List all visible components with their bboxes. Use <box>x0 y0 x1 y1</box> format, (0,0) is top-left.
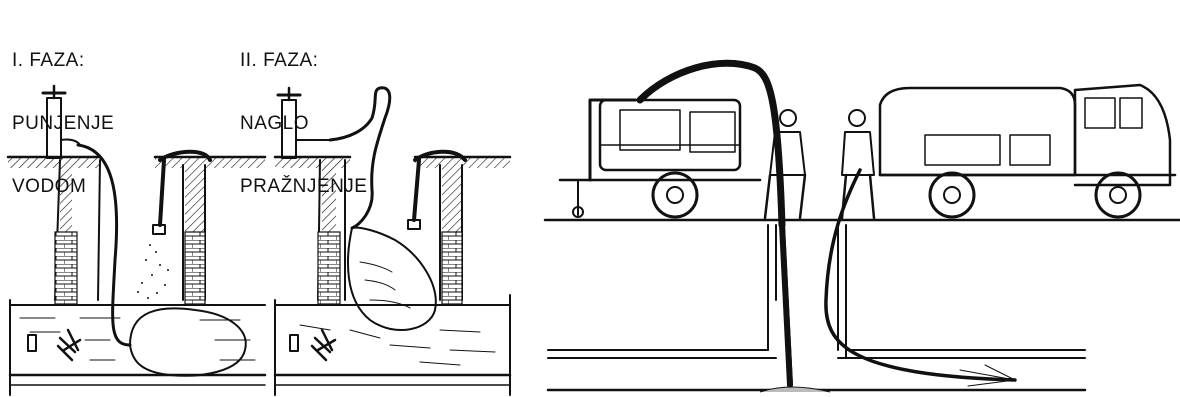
phase1-line3: VODOM <box>12 176 114 197</box>
phase2-label: II. FAZA: NAGLO PRAŽNJENJE <box>240 8 367 239</box>
phase1-title: I. FAZA: <box>12 50 114 71</box>
phase1-label: I. FAZA: PUNJENJE VODOM <box>12 8 114 239</box>
phase2-title: II. FAZA: <box>240 50 367 71</box>
phase2-line3: PRAŽNJENJE <box>240 176 367 197</box>
truck-scene <box>545 63 1180 392</box>
phase1-line2: PUNJENJE <box>12 113 114 134</box>
phase2-line2: NAGLO <box>240 113 367 134</box>
